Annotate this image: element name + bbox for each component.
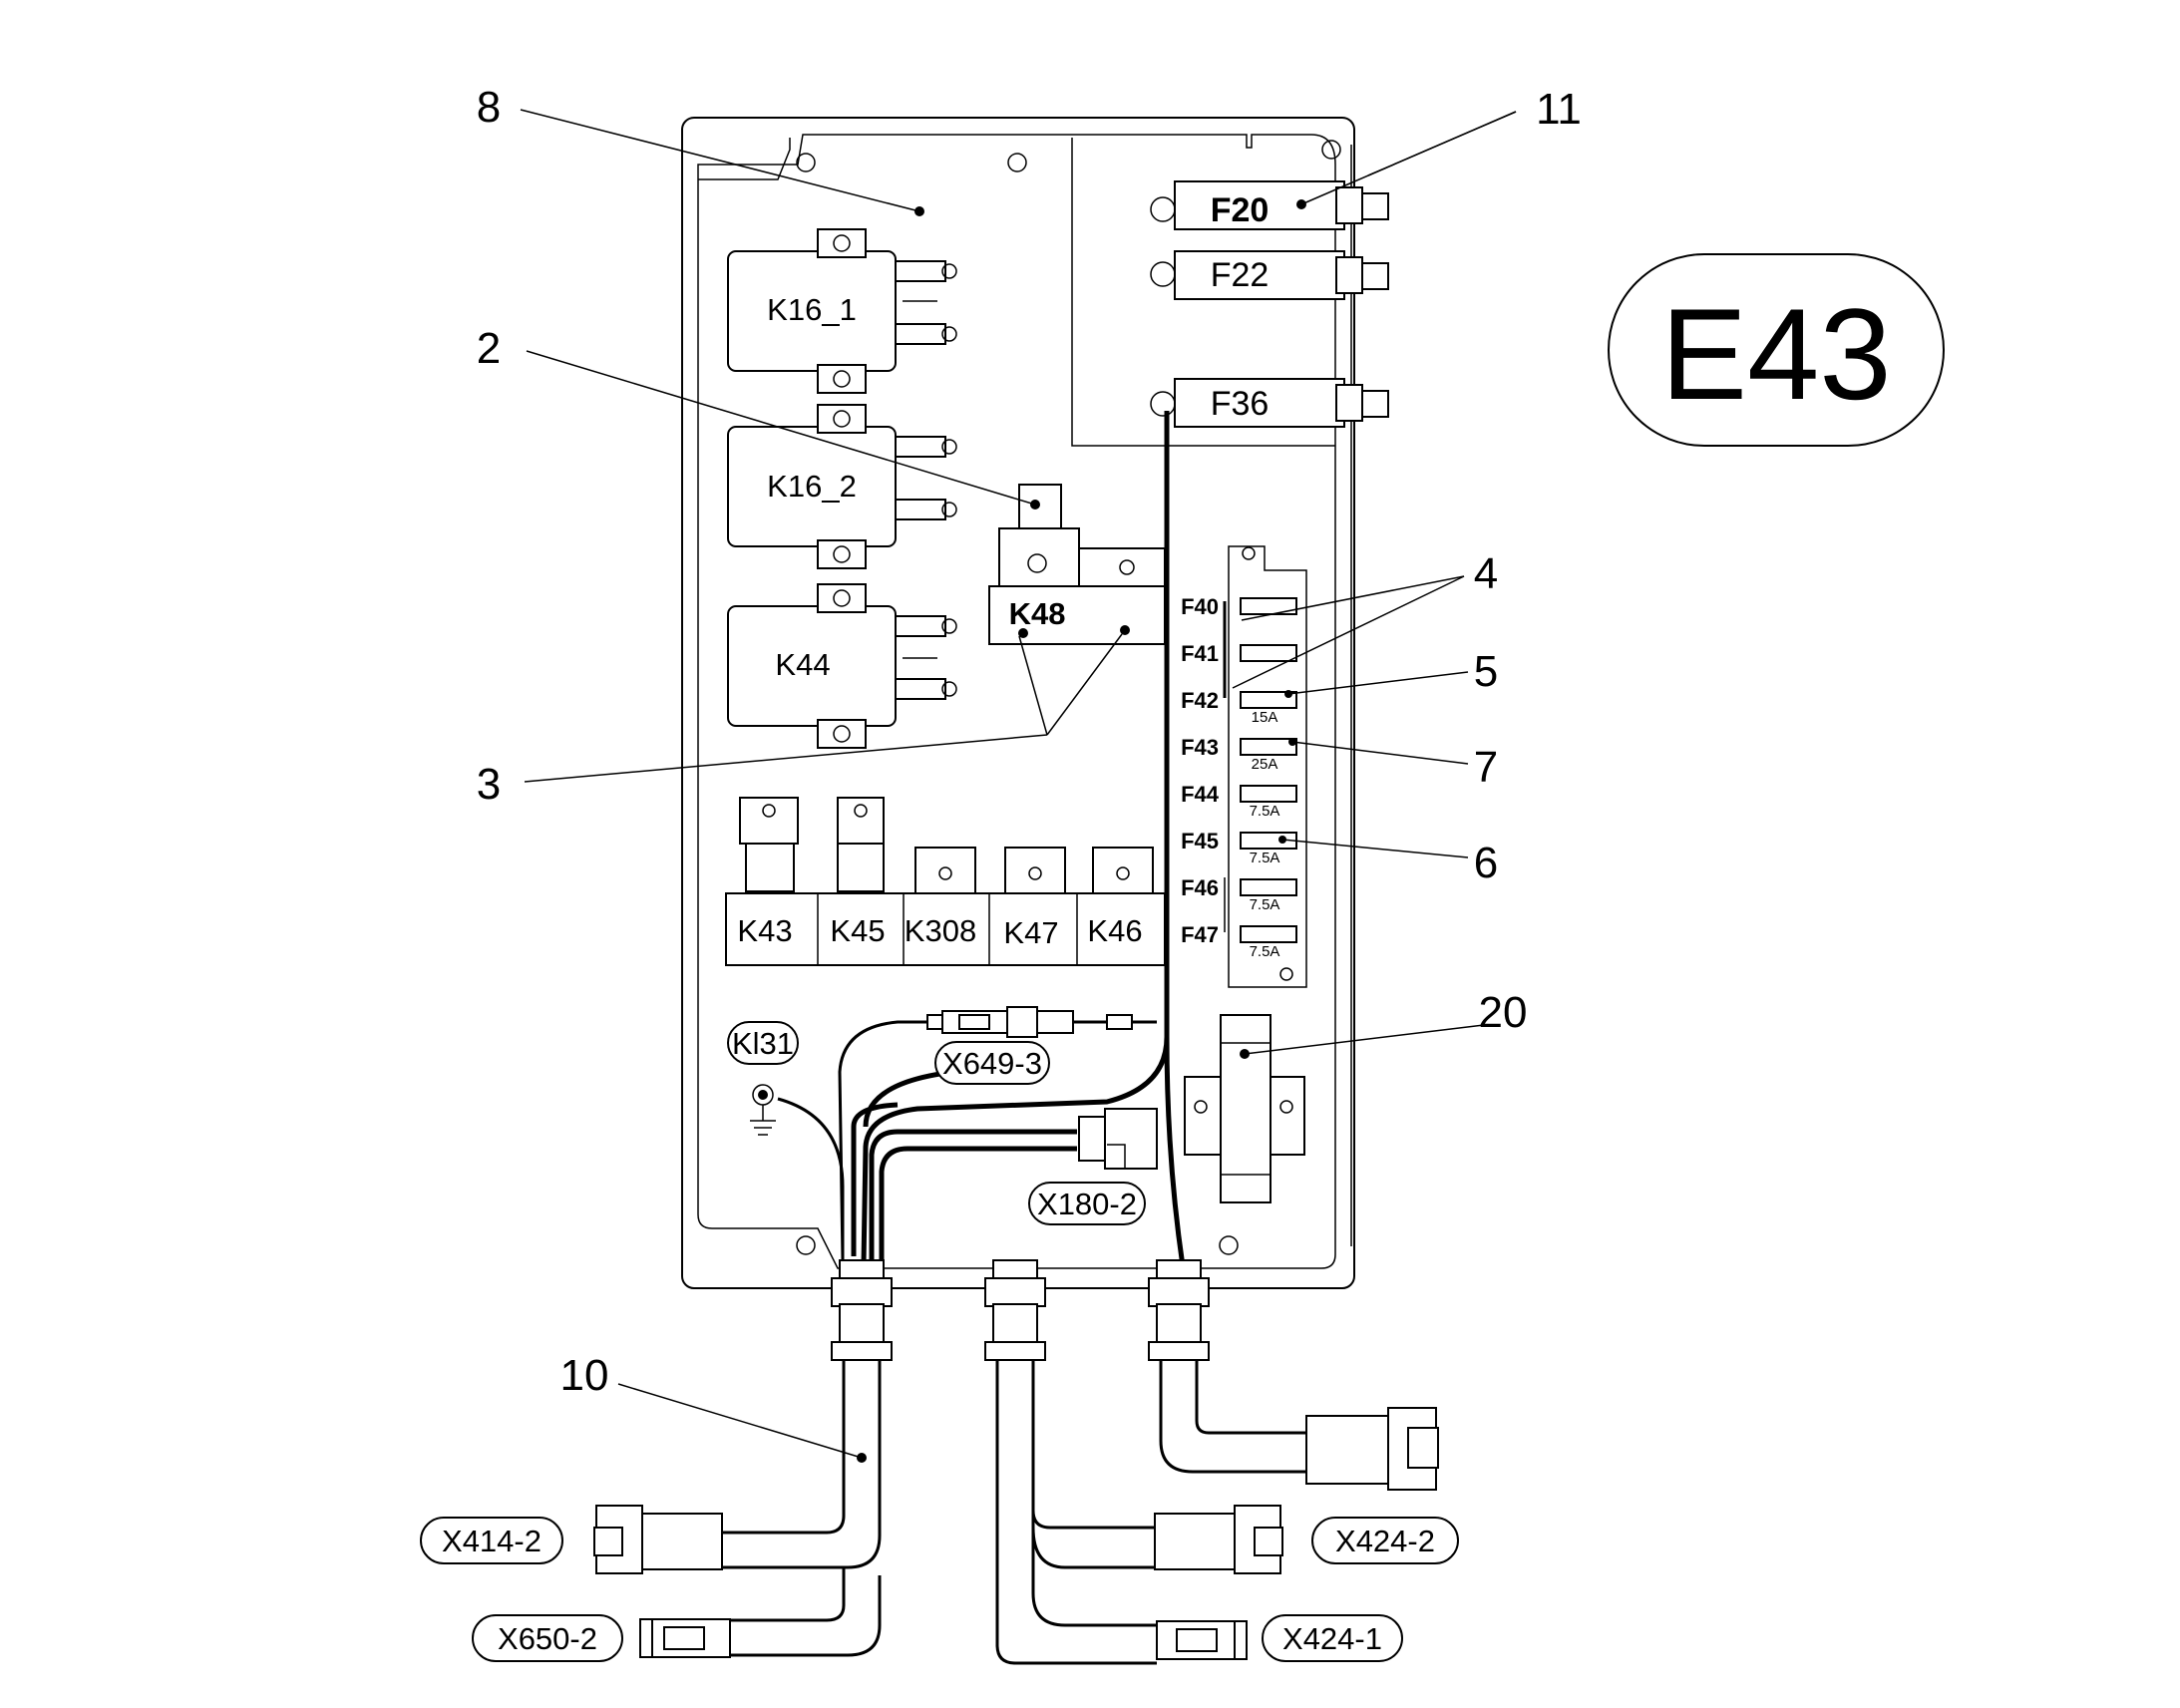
connector-x414-2-label: X414-2 <box>442 1524 542 1558</box>
connector-unlabeled-right <box>1305 1407 1439 1491</box>
fuse-rating-1: 15A <box>1252 709 1278 726</box>
relay-k48: K48 <box>988 484 1166 645</box>
relay-k44-label: K44 <box>775 647 830 682</box>
connector-x649-3: X649-3 <box>926 1006 1133 1085</box>
blade-fuse-f42 <box>1240 691 1297 709</box>
main-fuse-f20-label: F20 <box>1211 191 1270 229</box>
callout-20: 20 <box>1479 988 1528 1037</box>
callout-8: 8 <box>477 83 501 132</box>
fuse-rating-2: 25A <box>1252 756 1278 773</box>
main-fuse-f36-label: F36 <box>1211 385 1270 423</box>
relay-k16-1: K16_1 <box>727 228 957 394</box>
connector-x180-2-label: X180-2 <box>1037 1187 1137 1221</box>
connector-x650-2: X650-2 <box>472 1614 731 1662</box>
fuse-label-f45: F45 <box>1181 829 1219 854</box>
fuse-rating-4: 7.5A <box>1250 850 1280 866</box>
callout-10: 10 <box>560 1351 609 1400</box>
connector-x649-3-label: X649-3 <box>942 1046 1042 1081</box>
internal-wiring <box>777 411 1186 1267</box>
cable-glands <box>831 1259 1210 1361</box>
callout-11: 11 <box>1536 85 1582 134</box>
blade-fuse-f41 <box>1240 644 1297 662</box>
relay-k48-label: K48 <box>1009 596 1066 631</box>
fuse-label-f42: F42 <box>1181 688 1219 713</box>
fuse-rating-5: 7.5A <box>1250 896 1280 913</box>
diagram-title: E43 <box>1660 281 1891 427</box>
relay-k44: K44 <box>727 583 957 749</box>
callout-6: 6 <box>1474 839 1498 887</box>
relay-k16-1-label: K16_1 <box>767 292 857 327</box>
connector-x180-2: X180-2 <box>1028 1108 1158 1225</box>
relay-k16-2-label: K16_2 <box>767 469 857 504</box>
callout-4: 4 <box>1474 549 1498 598</box>
callout-numbers: 8 11 2 4 5 3 7 6 20 10 <box>477 83 1582 1400</box>
blade-fuse-f47 <box>1240 925 1297 943</box>
callout-5: 5 <box>1474 647 1498 696</box>
fuse-label-f47: F47 <box>1181 922 1219 947</box>
fuse-label-f44: F44 <box>1181 782 1220 807</box>
blade-fuse-f44 <box>1240 785 1297 803</box>
leader-lines <box>520 109 1517 1463</box>
callout-7: 7 <box>1474 743 1498 792</box>
main-fuse-f36: F36 <box>1150 378 1389 428</box>
external-harnesses <box>720 1360 1306 1665</box>
bracket-20 <box>1184 1014 1305 1203</box>
connector-x424-1-label: X424-1 <box>1282 1621 1382 1656</box>
relay-k45-label: K45 <box>830 913 885 948</box>
callout-3: 3 <box>477 760 501 809</box>
relay-k43-label: K43 <box>737 913 792 948</box>
blade-fuse-f43 <box>1240 738 1297 756</box>
fuse-label-f43: F43 <box>1181 735 1219 760</box>
fuse-label-f40: F40 <box>1181 594 1219 619</box>
connector-x424-2-label: X424-2 <box>1335 1524 1435 1558</box>
relay-k47-label: K47 <box>1003 915 1058 950</box>
callout-2: 2 <box>477 324 501 373</box>
fuse-label-f41: F41 <box>1181 641 1219 666</box>
connector-x414-2: X414-2 <box>420 1505 723 1574</box>
blade-fuse-f46 <box>1240 878 1297 896</box>
relay-k46-label: K46 <box>1087 913 1142 948</box>
relay-k16-2: K16_2 <box>727 404 957 569</box>
connector-x650-2-label: X650-2 <box>498 1621 597 1656</box>
main-fuse-f22: F22 <box>1150 250 1389 300</box>
ground-terminal-kl31-label: Kl31 <box>732 1026 794 1061</box>
blade-fuse-f40 <box>1240 597 1297 615</box>
fuse-rating-6: 7.5A <box>1250 943 1280 960</box>
connector-x424-1: X424-1 <box>1156 1614 1403 1662</box>
main-fuse-f22-label: F22 <box>1211 256 1270 294</box>
relay-k308-label: K308 <box>905 913 976 948</box>
diagram-title-badge: E43 <box>1608 253 1945 447</box>
fuse-rating-3: 7.5A <box>1250 803 1280 820</box>
bottom-relay-row: K43 K45 K308 K47 K46 <box>725 797 1166 966</box>
connector-x424-2: X424-2 <box>1154 1505 1459 1574</box>
fuse-label-f46: F46 <box>1181 875 1219 900</box>
main-fuse-f20: F20 <box>1150 180 1389 230</box>
ground-terminal-kl31: Kl31 <box>727 1021 799 1136</box>
